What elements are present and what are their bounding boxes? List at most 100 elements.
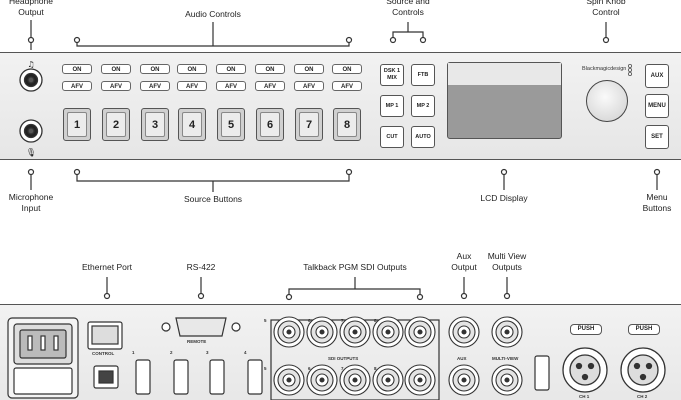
on-button-7[interactable]: ON: [294, 64, 324, 74]
on-button-8[interactable]: ON: [332, 64, 362, 74]
bnc-connector[interactable]: [273, 316, 305, 348]
bnc-connector[interactable]: [273, 364, 305, 396]
bnc-connector[interactable]: [448, 364, 480, 396]
sdi-number: 6: [308, 366, 311, 371]
bnc-connector[interactable]: [372, 364, 404, 396]
mp1-button[interactable]: MP 1: [380, 95, 404, 117]
ethernet-port-label: Ethernet Port: [81, 262, 133, 272]
set-button[interactable]: SET: [645, 125, 669, 149]
source-button-label: 8: [337, 112, 357, 137]
xlr-connectors: [562, 347, 666, 393]
ch1-label: CH 1: [579, 394, 590, 399]
source-button-5[interactable]: 5: [217, 108, 245, 141]
lcd-display: [447, 62, 562, 139]
source-button-1[interactable]: 1: [63, 108, 91, 141]
microphone-icon: 🎙: [26, 148, 36, 157]
aux-port-label: AUX: [457, 356, 467, 361]
headphone-output-label: Headphone Output: [9, 0, 53, 17]
source-button-label: 4: [182, 112, 202, 137]
hdmi-ports: [135, 355, 550, 395]
afv-button-2[interactable]: AFV: [101, 81, 131, 91]
aux-output-label: Aux Output: [451, 251, 477, 272]
source-button-label: 2: [106, 112, 126, 137]
sdi-number: 7: [341, 318, 344, 323]
sdi-number: 7: [341, 366, 344, 371]
sdi-number: 8: [374, 366, 377, 371]
bnc-connector[interactable]: [339, 364, 371, 396]
ftb-button[interactable]: FTB: [411, 64, 435, 86]
cut-button[interactable]: CUT: [380, 126, 404, 148]
hdmi-number-4: 4: [244, 350, 247, 355]
brand-logo: Blackmagicdesign: [582, 66, 627, 72]
afv-button-6[interactable]: AFV: [255, 81, 285, 91]
bnc-connector[interactable]: [491, 364, 523, 396]
source-button-label: 3: [145, 112, 165, 137]
bnc-connector[interactable]: [448, 316, 480, 348]
rs422-port: [175, 317, 227, 337]
bnc-connector[interactable]: [339, 316, 371, 348]
push-release-ch1[interactable]: PUSH: [570, 324, 602, 335]
sdi-number: 8: [374, 318, 377, 323]
auto-button[interactable]: AUTO: [411, 126, 435, 148]
bnc-connector[interactable]: [306, 316, 338, 348]
source-button-7[interactable]: 7: [295, 108, 323, 141]
multiview-port-label: MULTI-VIEW: [492, 356, 519, 361]
menu-buttons-label: Menu Buttons: [642, 192, 672, 213]
afv-button-7[interactable]: AFV: [294, 81, 324, 91]
bnc-connector[interactable]: [404, 364, 436, 396]
menu-button[interactable]: MENU: [645, 94, 669, 118]
afv-button-4[interactable]: AFV: [177, 81, 207, 91]
source-button-label: 1: [67, 112, 87, 137]
spin-knob-control-label: Spin Knob Control: [586, 0, 626, 17]
sdi-number: 6: [308, 318, 311, 323]
spin-knob[interactable]: [586, 80, 628, 122]
source-button-8[interactable]: 8: [333, 108, 361, 141]
bnc-connector[interactable]: [404, 316, 436, 348]
afv-button-3[interactable]: AFV: [140, 81, 170, 91]
dsk1-mix-button[interactable]: DSK 1 MIX: [380, 64, 404, 86]
headphone-icon: ♫: [27, 60, 34, 69]
push-release-ch2[interactable]: PUSH: [628, 324, 660, 335]
bnc-connector[interactable]: [306, 364, 338, 396]
afv-button-8[interactable]: AFV: [332, 81, 362, 91]
source-button-label: 6: [260, 112, 280, 137]
hdmi-number-2: 2: [170, 350, 173, 355]
on-button-3[interactable]: ON: [140, 64, 170, 74]
source-button-4[interactable]: 4: [178, 108, 206, 141]
afv-button-5[interactable]: AFV: [216, 81, 246, 91]
aux-button[interactable]: AUX: [645, 64, 669, 88]
rs422-label: RS-422: [186, 262, 216, 272]
afv-button-1[interactable]: AFV: [62, 81, 92, 91]
hdmi-number-3: 3: [206, 350, 209, 355]
talkback-pgm-sdi-outputs-label: Talkback PGM SDI Outputs: [303, 262, 407, 272]
sdi-number: 5: [264, 318, 267, 323]
multi-view-outputs-label: Multi View Outputs: [487, 251, 527, 272]
audio-controls-label: Audio Controls: [185, 9, 241, 19]
source-buttons-label: Source Buttons: [183, 194, 243, 204]
hdmi-number-1: 1: [132, 350, 135, 355]
on-button-5[interactable]: ON: [216, 64, 246, 74]
mp2-button[interactable]: MP 2: [411, 95, 435, 117]
ch2-label: CH 2: [637, 394, 648, 399]
remote-label: REMOTE: [187, 339, 207, 344]
source-button-3[interactable]: 3: [141, 108, 169, 141]
source-button-6[interactable]: 6: [256, 108, 284, 141]
on-button-1[interactable]: ON: [62, 64, 92, 74]
source-button-label: 5: [221, 112, 241, 137]
source-button-2[interactable]: 2: [102, 108, 130, 141]
on-button-4[interactable]: ON: [177, 64, 207, 74]
on-button-2[interactable]: ON: [101, 64, 131, 74]
on-button-6[interactable]: ON: [255, 64, 285, 74]
source-and-controls-label: Source and Controls: [386, 0, 430, 17]
sdi-number: 5: [264, 366, 267, 371]
microphone-input-label: Microphone Input: [8, 192, 54, 213]
source-button-label: 7: [299, 112, 319, 137]
sdi-outputs-label: SDI OUTPUTS: [328, 356, 359, 361]
bnc-connector[interactable]: [491, 316, 523, 348]
bnc-connector[interactable]: [372, 316, 404, 348]
